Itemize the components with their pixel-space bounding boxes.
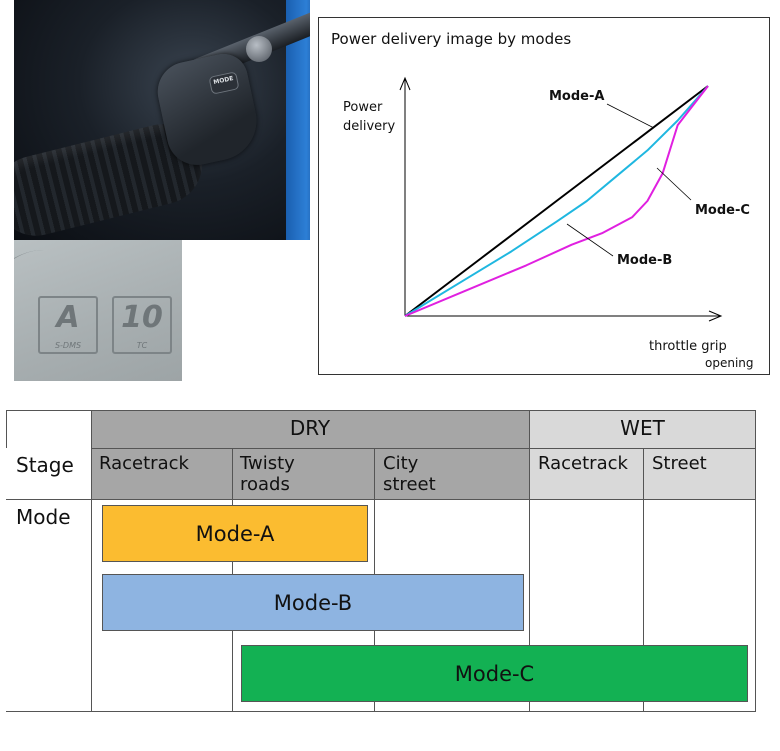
- lcd-tc-caption: TC: [136, 341, 148, 350]
- lcd-display-photo: A S-DMS 10 TC: [14, 240, 182, 381]
- annotation-mode-b: Mode-B: [617, 253, 672, 268]
- x-axis-label-line2: opening: [705, 356, 754, 370]
- col-divider-4: [643, 448, 644, 711]
- lcd-mode-value: A: [56, 300, 80, 335]
- series-line-mode-c: [404, 85, 709, 317]
- chart-svg: Power delivery image by modes Power deli…: [331, 30, 754, 370]
- lcd-mode-box: A S-DMS: [38, 296, 98, 354]
- mode-a-bar: Mode-A: [102, 505, 368, 562]
- stage-row-label: Stage: [16, 453, 74, 477]
- y-axis-arrow: [399, 76, 411, 91]
- header-divider: [91, 448, 756, 449]
- dry-wet-divider: [529, 410, 530, 711]
- handlebar-switch-photo: MODE: [14, 0, 310, 240]
- stage-racetrack-dry: Racetrack: [99, 453, 189, 474]
- wet-header: WET: [529, 410, 756, 448]
- dry-header: DRY: [91, 410, 529, 448]
- stage-street-wet: Street: [652, 453, 707, 474]
- lcd-tc-value: 10: [121, 300, 163, 335]
- power-delivery-chart: Power delivery image by modes Power deli…: [318, 17, 770, 375]
- annotation-leader-mode-b: [566, 223, 614, 257]
- annotation-mode-a: Mode-A: [549, 89, 604, 104]
- mode-b-bar: Mode-B: [102, 574, 524, 631]
- wet-stage-row: [529, 448, 756, 499]
- annotation-leader-mode-c: [656, 167, 692, 201]
- mode-c-bar: Mode-C: [241, 645, 748, 702]
- series-line-mode-b: [404, 85, 709, 317]
- wet-header-label: WET: [620, 416, 665, 440]
- chart-annotations: Mode-A Mode-B Mode-C: [549, 89, 750, 268]
- lcd-mode-caption: S-DMS: [54, 341, 82, 350]
- series-line-mode-a: [404, 85, 709, 317]
- dry-header-label: DRY: [289, 416, 331, 440]
- annotation-mode-c: Mode-C: [695, 203, 750, 218]
- mode-a-bar-label: Mode-A: [195, 521, 275, 546]
- chart-axes: [399, 76, 723, 322]
- stage-twisty-roads: Twisty roads: [240, 453, 295, 495]
- stage-mode-divider: [6, 499, 756, 500]
- label-column-divider: [91, 410, 92, 711]
- x-axis-arrow: [708, 310, 723, 322]
- chart-series: [404, 85, 709, 317]
- mode-b-bar-label: Mode-B: [273, 590, 353, 615]
- x-axis-label-line1: throttle grip: [649, 339, 727, 354]
- annotation-leader-mode-a: [606, 103, 655, 129]
- stage-city-street: City street: [383, 453, 436, 495]
- table-bottom-border: [6, 711, 756, 712]
- y-axis-label-line2: delivery: [343, 119, 396, 134]
- mode-button-text: MODE: [212, 75, 235, 87]
- table-top-border: [6, 410, 756, 411]
- stage-racetrack-wet: Racetrack: [538, 453, 628, 474]
- table-right-border: [755, 410, 756, 711]
- chart-title: Power delivery image by modes: [331, 30, 571, 48]
- mode-row-label: Mode: [16, 505, 71, 529]
- y-axis-label-line1: Power: [343, 100, 383, 115]
- lcd-tc-box: 10 TC: [112, 296, 172, 354]
- bar-end-cap: [246, 36, 272, 62]
- mode-c-bar-label: Mode-C: [454, 661, 535, 686]
- table-left-border: [6, 410, 7, 448]
- dry-stage-row: [91, 448, 529, 499]
